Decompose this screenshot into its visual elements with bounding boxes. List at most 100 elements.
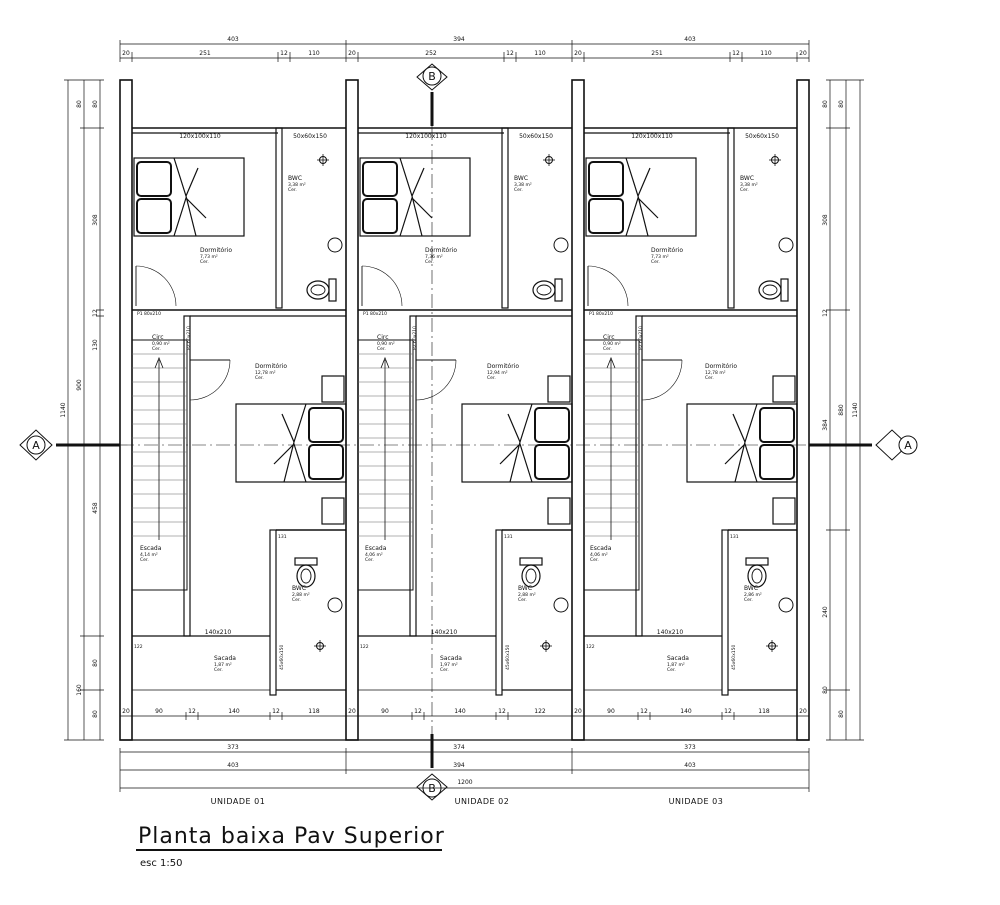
room-dorm-main-name: Dormitório — [255, 363, 287, 370]
room-circ-name: Circ — [603, 334, 615, 341]
dim-bot-2-d: 12 — [498, 708, 506, 715]
dim-right-c: 308 — [822, 214, 829, 226]
room-bwc-bot-area: 2,88 m² — [518, 592, 536, 598]
door-p1-u2: P1 80x210 — [363, 311, 387, 317]
short-dim-122-u1: 122 — [134, 644, 143, 650]
right-dimensions: 1140 880 80 80 308 12 384 240 80 80 — [822, 100, 859, 718]
room-dorm-top-area: 7,73 m² — [651, 254, 669, 260]
room-escada-floor: Cer. — [590, 557, 599, 563]
room-bwc-bot-area: 2,88 m² — [292, 592, 310, 598]
room-dorm-top-area: 7,36 m² — [425, 254, 443, 260]
dim-left-e: 130 — [92, 339, 99, 351]
window-bwc-u1: 50x60x150 — [293, 133, 327, 140]
dim-bot-3-a: 90 — [607, 708, 615, 715]
room-bwc-top-area: 3,38 m² — [514, 182, 532, 188]
room-labels-u2: Dormitório 7,36 m² Cer. BWC 3,38 m² Cer.… — [365, 175, 536, 673]
opening-labels: 120x100x110 120x100x110 120x100x110 50x6… — [134, 133, 779, 670]
room-bwc-bot-name: BWC — [518, 585, 532, 592]
dim-bot-inner-2: 374 — [453, 744, 465, 751]
dim-left-f: 458 — [92, 502, 99, 514]
door-p1-u1: P1 80x210 — [137, 311, 161, 317]
dim-bot-1-b: 90 — [155, 708, 163, 715]
room-sacada-name: Sacada — [440, 655, 462, 662]
dim-top-3-b: 12 — [732, 50, 740, 57]
dim-bot-3-f: 20 — [799, 708, 807, 715]
window-bwc-bot-u1: 45x60x150 — [279, 644, 285, 670]
dim-bot-outer-1: 403 — [227, 762, 239, 769]
dim-top-2-c: 110 — [534, 50, 546, 57]
room-bwc-bot-floor: Cer. — [744, 597, 753, 603]
dim-bot-inner-3: 373 — [684, 744, 696, 751]
room-dorm-top-floor: Cer. — [200, 259, 209, 265]
room-dorm-main-name: Dormitório — [705, 363, 737, 370]
door-sacada-u2: 140x210 — [431, 629, 458, 636]
room-bwc-bot-area: 2,86 m² — [744, 592, 762, 598]
room-dorm-main-floor: Cer. — [705, 375, 714, 381]
section-b-bottom-label: B — [428, 782, 436, 795]
dim-left-b: 80 — [92, 100, 99, 108]
unit-label-2: UNIDADE 02 — [455, 797, 510, 806]
room-escada-name: Escada — [140, 545, 162, 552]
walls — [119, 79, 810, 741]
room-sacada-area: 1,87 m² — [214, 662, 232, 668]
room-bwc-top-floor: Cer. — [740, 187, 749, 193]
room-dorm-main-floor: Cer. — [487, 375, 496, 381]
room-dorm-main-area: 12,94 m² — [487, 370, 508, 376]
dim-bot-2-f: 20 — [574, 708, 582, 715]
room-dorm-top-area: 7,73 m² — [200, 254, 218, 260]
room-dorm-top-name: Dormitório — [651, 247, 683, 254]
dim-bot-1-a: 20 — [122, 708, 130, 715]
short-dim-131-u2: 131 — [504, 534, 513, 540]
window-bwc-u2: 50x60x150 — [519, 133, 553, 140]
door-sacada-u1: 140x210 — [205, 629, 232, 636]
dim-top-1-d: 110 — [308, 50, 320, 57]
window-top-u2: 120x100x110 — [405, 133, 447, 140]
room-dorm-main-floor: Cer. — [255, 375, 264, 381]
room-circ-floor: Cer. — [377, 346, 386, 352]
dim-right-h: 80 — [838, 710, 845, 718]
dim-bot-2-b: 12 — [414, 708, 422, 715]
room-dorm-top-name: Dormitório — [425, 247, 457, 254]
dim-bot-3-c: 140 — [680, 708, 692, 715]
dimension-lines — [64, 40, 864, 792]
room-circ-name: Circ — [152, 334, 164, 341]
dim-right-inner: 880 — [838, 404, 845, 416]
left-dimensions: 1140 900 80 80 308 12 130 458 80 160 80 — [60, 100, 99, 718]
section-b-top-label: B — [428, 70, 436, 83]
dim-bot-total: 1200 — [457, 779, 472, 786]
dim-bot-1-e: 12 — [272, 708, 280, 715]
dim-top-2-a: 252 — [425, 50, 437, 57]
dim-right-g: 80 — [822, 686, 829, 694]
door-sacada-u3: 140x210 — [657, 629, 684, 636]
short-dim-122-u3: 122 — [586, 644, 595, 650]
room-sacada-floor: Cer. — [214, 667, 223, 673]
drawing-scale: esc 1:50 — [140, 858, 183, 869]
room-bwc-top-name: BWC — [514, 175, 528, 182]
room-sacada-floor: Cer. — [440, 667, 449, 673]
dim-top-3-d: 20 — [799, 50, 807, 57]
dim-top-1-c: 12 — [280, 50, 288, 57]
section-a-right-label: A — [904, 439, 912, 452]
dim-bot-2-a: 90 — [381, 708, 389, 715]
room-bwc-top-name: BWC — [740, 175, 754, 182]
room-escada-area: 4,14 m² — [140, 552, 158, 558]
window-bwc-bot-u3: 45x60x150 — [731, 644, 737, 670]
dim-bot-2-c: 140 — [454, 708, 466, 715]
furniture — [131, 153, 798, 653]
dim-right-a: 80 — [822, 100, 829, 108]
room-escada-floor: Cer. — [140, 557, 149, 563]
room-sacada-floor: Cer. — [667, 667, 676, 673]
dim-top-2-b: 12 — [506, 50, 514, 57]
dim-right-f: 240 — [822, 606, 829, 618]
room-sacada-name: Sacada — [667, 655, 689, 662]
room-dorm-main-area: 12,78 m² — [255, 370, 276, 376]
room-circ-name: Circ — [377, 334, 389, 341]
dim-left-d: 12 — [92, 309, 99, 317]
door-circ-u3: P2 60x210 — [638, 326, 644, 350]
top-dimensions: 403 394 403 20 251 12 110 20 252 12 110 … — [122, 36, 807, 57]
dim-left-c: 308 — [92, 214, 99, 226]
room-circ-floor: Cer. — [603, 346, 612, 352]
dim-top-1-e: 20 — [348, 50, 356, 57]
dim-top-total-1: 403 — [227, 36, 239, 43]
room-dorm-top-name: Dormitório — [200, 247, 232, 254]
